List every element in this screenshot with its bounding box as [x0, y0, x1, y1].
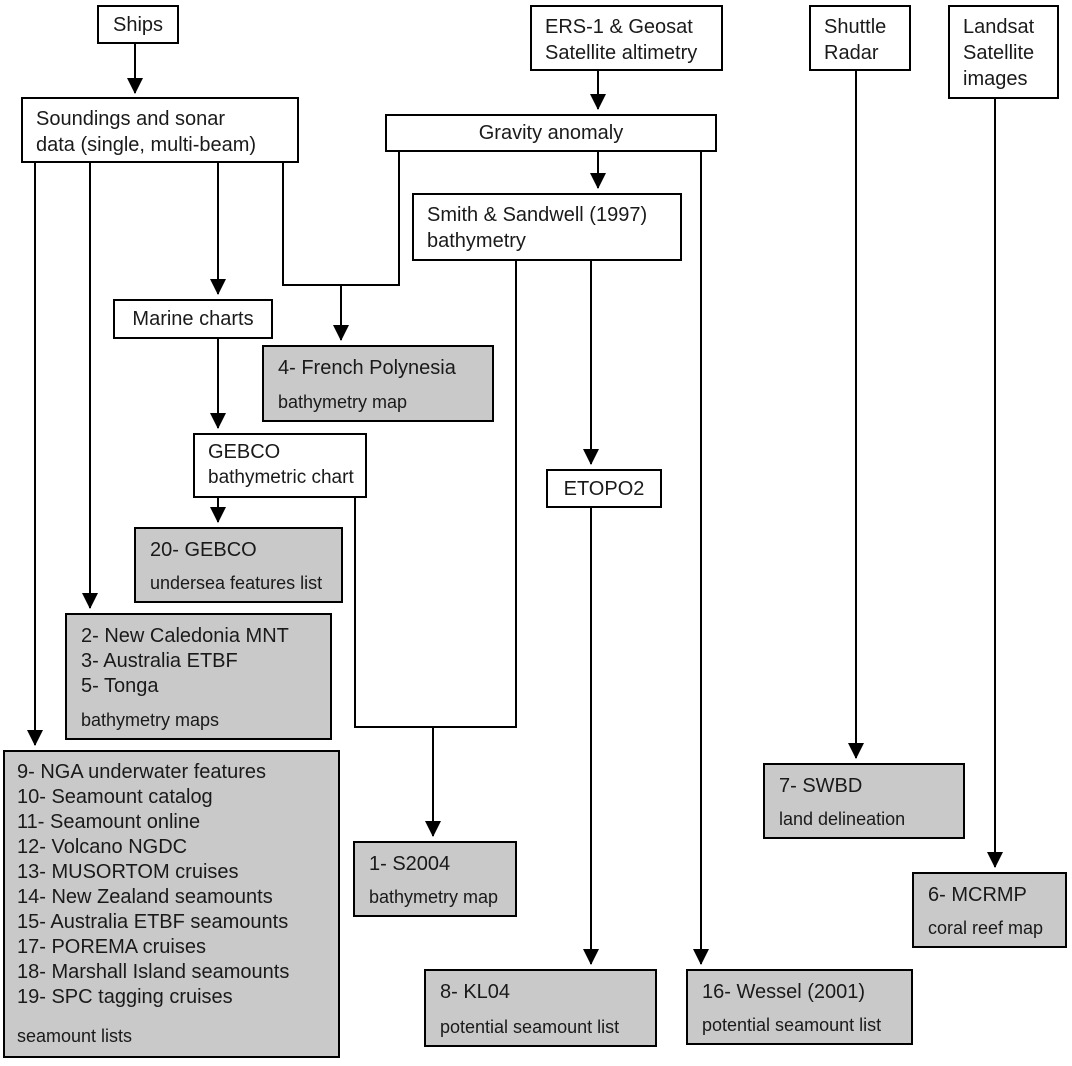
node-gebco-features-subtitle: undersea features list — [150, 573, 323, 593]
list-item: 17- POREMA cruises — [17, 936, 206, 958]
list-item: 9- NGA underwater features — [17, 761, 267, 783]
node-gebco-line1: GEBCO — [208, 441, 281, 463]
node-s2004: 1- S2004 bathymetry map — [353, 841, 517, 917]
node-smith-sandwell: Smith & Sandwell (1997) bathymetry — [412, 193, 682, 261]
node-seamount-lists-subtitle: seamount lists — [17, 1026, 133, 1046]
node-seamount-lists-list: 9- NGA underwater features 10- Seamount … — [17, 760, 330, 1010]
node-bathymetry-maps: 2- New Caledonia MNT 3- Australia ETBF 5… — [65, 613, 332, 740]
node-landsat: Landsat Satellite images — [948, 5, 1059, 99]
node-french-polynesia-subtitle: bathymetry map — [278, 392, 408, 412]
node-gebco-line2: bathymetric chart — [208, 467, 354, 488]
node-gebco: GEBCO bathymetric chart — [193, 433, 367, 498]
list-item: 12- Volcano NGDC — [17, 836, 188, 858]
list-item: 19- SPC tagging cruises — [17, 986, 233, 1008]
node-mcrmp-subtitle: coral reef map — [928, 918, 1044, 938]
node-swbd: 7- SWBD land delineation — [763, 763, 965, 839]
node-seamount-lists: 9- NGA underwater features 10- Seamount … — [3, 750, 340, 1058]
node-wessel-subtitle: potential seamount list — [702, 1015, 882, 1035]
node-gravity-anomaly-label: Gravity anomaly — [478, 122, 624, 144]
node-s2004-title: 1- S2004 — [369, 853, 451, 875]
connector-soundings-gravity-junction — [282, 152, 400, 286]
node-kl04-title: 8- KL04 — [440, 981, 511, 1003]
node-etopo2-label: ETOPO2 — [563, 477, 645, 500]
node-wessel-title: 16- Wessel (2001) — [702, 981, 866, 1003]
connector-gebco-smith-junction — [354, 261, 517, 728]
node-shuttle-radar-line1: Shuttle — [824, 16, 887, 38]
node-landsat-line3: images — [963, 68, 1028, 90]
node-french-polynesia: 4- French Polynesia bathymetry map — [262, 345, 494, 422]
node-mcrmp-title: 6- MCRMP — [928, 884, 1027, 906]
node-ers-geosat-line2: Satellite altimetry — [545, 42, 698, 64]
list-item: 14- New Zealand seamounts — [17, 886, 273, 908]
node-landsat-line1: Landsat — [963, 16, 1035, 38]
node-swbd-title: 7- SWBD — [779, 775, 863, 797]
list-item: 15- Australia ETBF seamounts — [17, 911, 289, 933]
node-gebco-features: 20- GEBCO undersea features list — [134, 527, 343, 603]
list-item: 11- Seamount online — [17, 811, 201, 833]
node-smith-sandwell-line1: Smith & Sandwell (1997) — [427, 204, 648, 226]
node-s2004-subtitle: bathymetry map — [369, 887, 499, 907]
node-shuttle-radar: Shuttle Radar — [809, 5, 911, 71]
list-item: 3- Australia ETBF — [81, 650, 238, 672]
node-shuttle-radar-line2: Radar — [824, 42, 879, 64]
list-item: 10- Seamount catalog — [17, 786, 213, 808]
node-gravity-anomaly: Gravity anomaly — [385, 114, 717, 152]
node-landsat-line2: Satellite — [963, 42, 1035, 64]
node-bathymetry-maps-subtitle: bathymetry maps — [81, 710, 220, 730]
node-smith-sandwell-line2: bathymetry — [427, 230, 526, 252]
node-gebco-features-title: 20- GEBCO — [150, 539, 257, 561]
node-bathymetry-maps-list: 2- New Caledonia MNT 3- Australia ETBF 5… — [81, 624, 322, 699]
list-item: 5- Tonga — [81, 675, 159, 697]
list-item: 18- Marshall Island seamounts — [17, 961, 290, 983]
node-marine-charts: Marine charts — [113, 299, 273, 339]
node-swbd-subtitle: land delineation — [779, 809, 906, 829]
node-ships: Ships — [97, 5, 179, 44]
node-ers-geosat: ERS-1 & Geosat Satellite altimetry — [530, 5, 723, 71]
node-kl04-subtitle: potential seamount list — [440, 1017, 620, 1037]
node-ers-geosat-line1: ERS-1 & Geosat — [545, 16, 693, 38]
node-ships-label: Ships — [112, 13, 164, 36]
node-soundings-line2: data (single, multi-beam) — [36, 134, 257, 156]
node-mcrmp: 6- MCRMP coral reef map — [912, 872, 1067, 948]
node-soundings: Soundings and sonar data (single, multi-… — [21, 97, 299, 163]
node-french-polynesia-title: 4- French Polynesia — [278, 357, 456, 379]
list-item: 13- MUSORTOM cruises — [17, 861, 239, 883]
list-item: 2- New Caledonia MNT — [81, 625, 289, 647]
node-marine-charts-label: Marine charts — [132, 308, 254, 330]
node-etopo2: ETOPO2 — [546, 469, 662, 508]
node-soundings-line1: Soundings and sonar — [36, 108, 226, 130]
node-kl04: 8- KL04 potential seamount list — [424, 969, 657, 1047]
node-wessel: 16- Wessel (2001) potential seamount lis… — [686, 969, 913, 1045]
